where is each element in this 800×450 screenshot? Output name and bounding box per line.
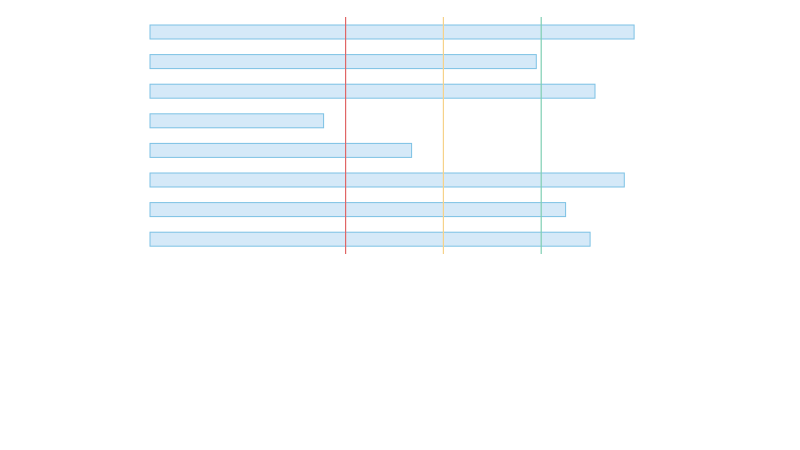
bar-5 <box>149 142 413 158</box>
bar-2 <box>149 54 537 70</box>
bars-group <box>149 24 635 247</box>
bar-7 <box>149 202 567 218</box>
bar-6 <box>149 172 625 188</box>
reference-lines-group <box>345 17 542 254</box>
bar-8 <box>149 231 591 247</box>
bar-1 <box>149 24 635 40</box>
bar-4 <box>149 113 325 129</box>
bar-3 <box>149 83 596 99</box>
